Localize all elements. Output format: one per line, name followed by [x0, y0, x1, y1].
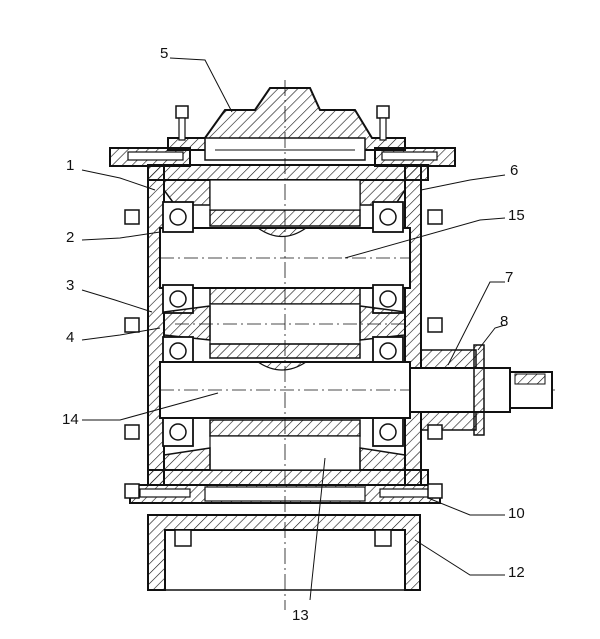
leader-3	[81, 289, 153, 313]
callout-4: 4	[66, 329, 74, 346]
leader-12	[414, 539, 505, 576]
leader-8	[477, 324, 506, 351]
base	[147, 514, 421, 591]
leader-10	[427, 497, 505, 516]
lower-gear	[163, 419, 406, 471]
callout-15: 15	[508, 207, 525, 224]
callout-1: 1	[66, 157, 74, 174]
callout-7: 7	[505, 269, 513, 286]
main-housing	[147, 164, 429, 486]
callout-3: 3	[66, 277, 74, 294]
leader-2	[81, 231, 161, 241]
callout-8: 8	[500, 313, 508, 330]
callout-6: 6	[510, 162, 518, 179]
leader-15	[344, 217, 506, 259]
top-bolt-left	[175, 105, 189, 141]
leader-5	[169, 57, 233, 113]
leader-7	[447, 281, 505, 366]
callout-13: 13	[292, 607, 309, 624]
leader-4	[81, 327, 161, 341]
leader-6	[420, 174, 506, 191]
callout-labels: 1 2 3 4 5 6 7 8 10 12 13 14 15	[62, 45, 525, 624]
callout-5: 5	[160, 45, 168, 62]
leader-14	[82, 392, 219, 421]
leader-lines	[81, 57, 506, 601]
callout-2: 2	[66, 229, 74, 246]
leader-13	[309, 457, 326, 601]
top-bolt-right	[376, 105, 390, 141]
top-flanges	[109, 147, 456, 167]
callout-14: 14	[62, 411, 79, 428]
top-cover	[167, 87, 406, 161]
callout-12: 12	[508, 564, 525, 581]
side-bolts	[124, 209, 443, 499]
callout-10: 10	[508, 505, 525, 522]
leader-1	[81, 169, 156, 191]
